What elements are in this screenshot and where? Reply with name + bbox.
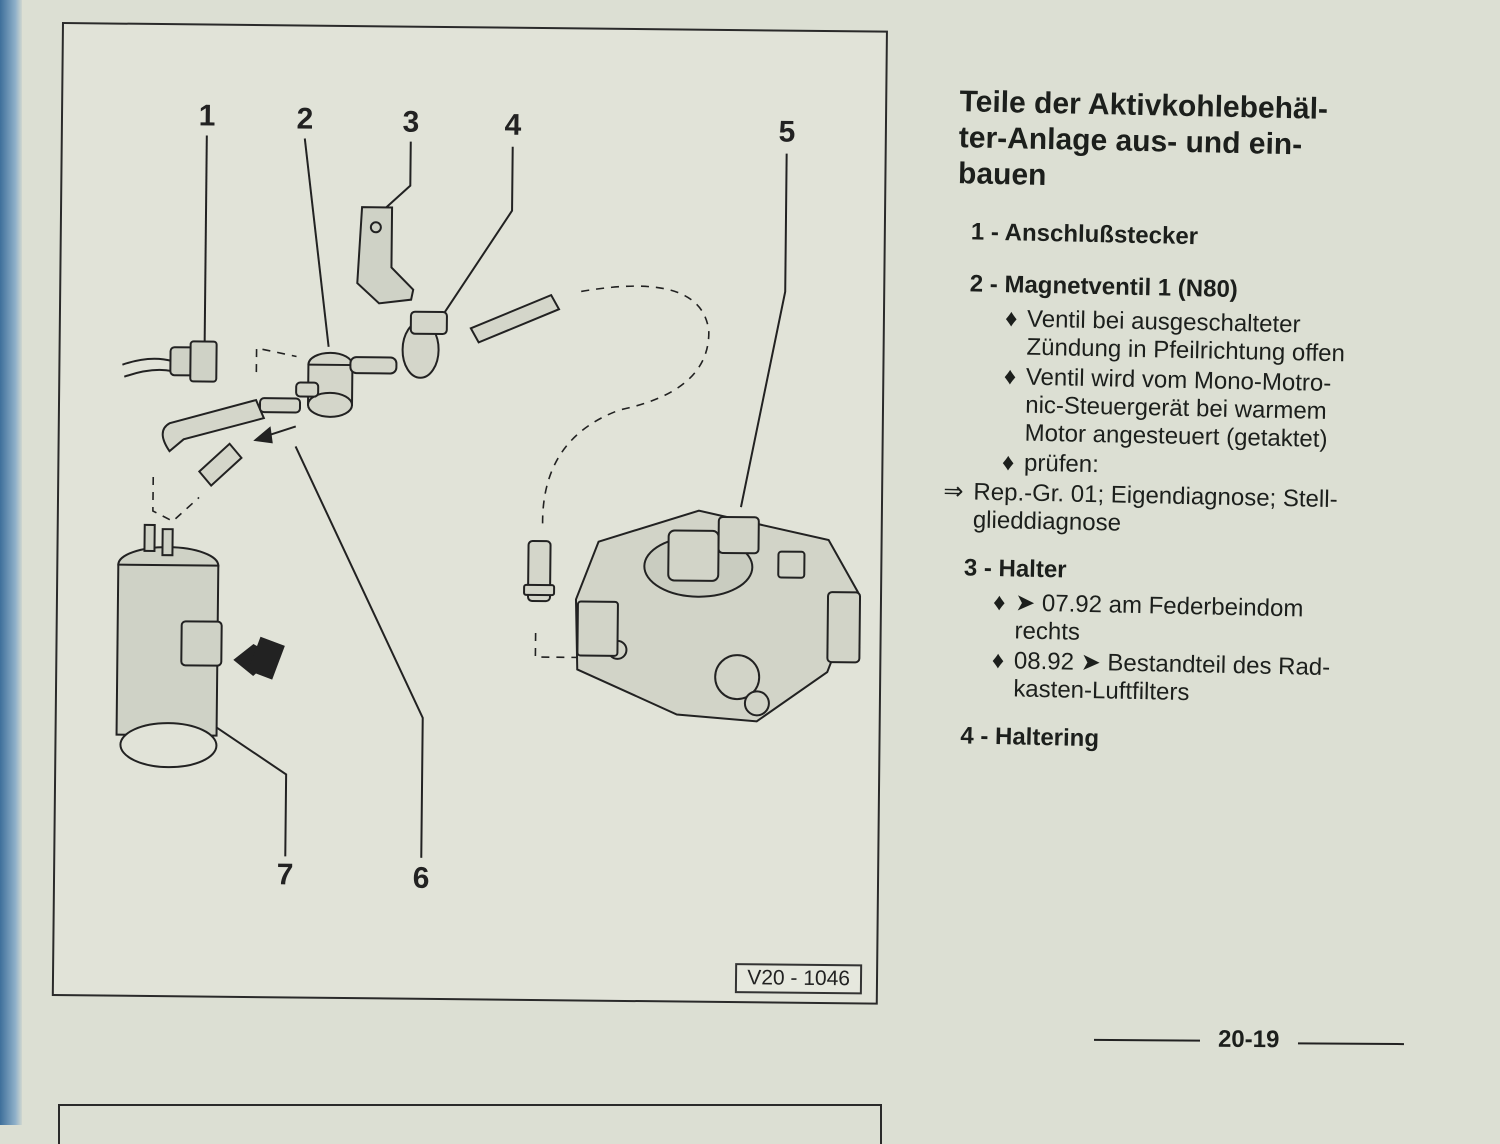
callout-1: 1 (198, 99, 216, 133)
bullet-icon: ♦ (992, 588, 1006, 617)
bullet-item: ♦ 08.92 ➤ Bestandteil des Rad- kasten-Lu… (992, 647, 1364, 710)
hose-part (161, 293, 561, 488)
bullet-icon: ♦ (1004, 305, 1018, 333)
bullet-icon: ♦ (1001, 449, 1015, 477)
callout-7: 7 (276, 858, 294, 892)
title-line: bauen (957, 157, 1047, 192)
section-title: Teile der Aktivkohlebehäl- ter-Anlage au… (958, 84, 1376, 201)
reference-arrow-icon: ⇒ (943, 477, 964, 506)
page-edge-background (0, 0, 22, 1125)
item-1-heading: 1 - Anschlußstecker (970, 218, 1199, 251)
page-number: 20-19 (1217, 1025, 1280, 1054)
assembly-arrow (233, 636, 285, 680)
leader-line-6 (294, 446, 424, 858)
bullet-icon: ♦ (991, 646, 1005, 675)
bullet-item: ♦ prüfen: (1002, 449, 1369, 485)
solenoid-valve-part (295, 351, 398, 418)
bullet-item: ♦ Ventil bei ausgeschalteter Zündung in … (1005, 305, 1371, 369)
charcoal-canister-part (115, 523, 223, 769)
callout-6: 6 (412, 861, 430, 895)
figure-code: V20 - 1046 (735, 963, 863, 995)
footer-rule (1297, 1042, 1404, 1046)
callout-5: 5 (778, 115, 796, 149)
callout-4: 4 (504, 108, 522, 142)
footer-rule (1093, 1038, 1201, 1042)
retaining-ring-part (401, 310, 448, 379)
section-text: Teile der Aktivkohlebehäl- ter-Anlage au… (938, 84, 1376, 765)
cross-reference: ⇒ Rep.-Gr. 01; Eigendiagnose; Stell- gli… (943, 478, 1368, 543)
bullet-line: prüfen: (1023, 449, 1100, 479)
leader-line-7 (198, 714, 288, 857)
exploded-diagram: 1 2 3 4 5 6 7 V20 - 1046 (51, 22, 888, 1005)
dashed-hose-route (541, 285, 710, 530)
leader-line-3 (383, 141, 412, 211)
leader-line-2 (303, 138, 330, 347)
holder-bracket-part (356, 206, 415, 305)
next-figure-frame (58, 1104, 882, 1144)
bullet-item: ♦ ➤ 07.92 am Federbeindom rechts (993, 589, 1365, 652)
leader-line-4 (440, 146, 514, 319)
throttle-body-part (574, 509, 862, 723)
bullet-line: rechts (1014, 617, 1081, 646)
leader-line-1 (203, 135, 208, 346)
bullet-line: Motor angesteuert (getaktet) (1024, 419, 1328, 453)
page-footer: 20-19 (1093, 1025, 1404, 1057)
connector-plug-part (122, 340, 218, 383)
bullet-line: Zündung in Pfeilrichtung offen (1026, 333, 1346, 368)
bullet-icon: ♦ (1003, 363, 1017, 391)
callout-3: 3 (402, 105, 420, 139)
bullet-item: ♦ Ventil wird vom Mono-Motro- nic-Steuer… (1004, 363, 1370, 455)
diagram-drawing (115, 135, 862, 858)
leader-line-5 (739, 153, 788, 508)
flow-arrow (253, 425, 297, 444)
callout-2: 2 (296, 102, 314, 136)
hose-connector-part (523, 539, 556, 603)
